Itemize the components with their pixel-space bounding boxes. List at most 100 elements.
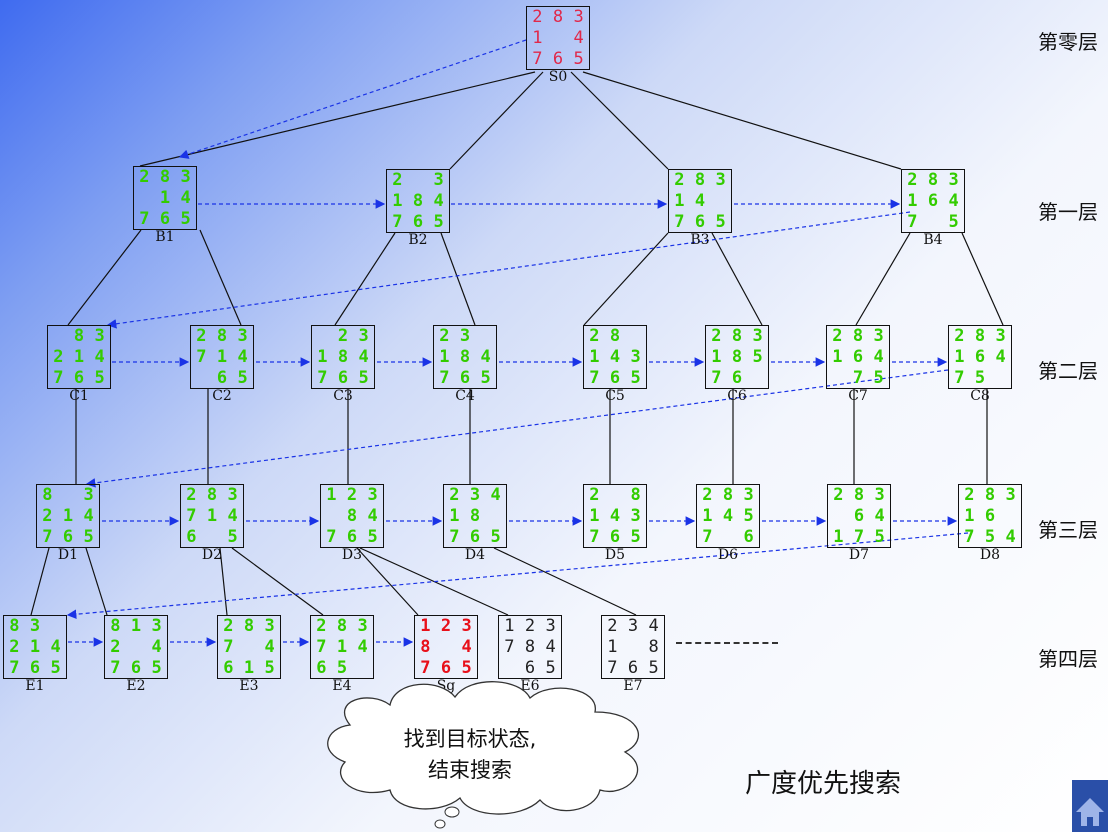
tile: 3 [715, 170, 726, 191]
tile: 6 [609, 367, 621, 388]
tile [48, 326, 69, 347]
tile [239, 637, 260, 658]
tile: 6 [223, 657, 234, 678]
tile: 8 [731, 326, 743, 347]
tile: 2 [439, 326, 450, 347]
tile [134, 188, 155, 209]
tile: 3 [752, 326, 763, 347]
tile [321, 506, 342, 527]
node-label-e7: E7 [623, 678, 643, 694]
node-label-d2: D2 [201, 547, 223, 563]
tile: 1 [964, 505, 975, 526]
tile: 1 [326, 485, 337, 506]
tile [485, 506, 506, 527]
diagram-caption: 广度优先搜索 [745, 769, 902, 799]
tile: 2 [186, 485, 197, 506]
tile: 6 [853, 505, 865, 526]
tile: 2 [832, 326, 843, 347]
edge-b1-c2 [199, 229, 242, 326]
tile: 5 [752, 346, 763, 367]
tile: 1 [243, 657, 255, 678]
tile: 8 [42, 485, 53, 506]
tile: 5 [573, 48, 584, 69]
tile: 3 [180, 167, 191, 188]
tile: 8 [927, 170, 939, 191]
tile: 2 [674, 170, 685, 191]
tile: 3 [630, 505, 641, 526]
tile: 2 [440, 616, 452, 637]
tile: 8 [216, 326, 228, 347]
tile: 5 [948, 211, 959, 232]
tile: 1 [130, 616, 142, 637]
tile: 3 [743, 485, 754, 506]
node-label-d8: D8 [979, 547, 1001, 563]
tile: 5 [480, 367, 491, 388]
home-icon [1076, 798, 1104, 826]
tile: 2 [139, 167, 150, 188]
node-label-d3: D3 [341, 547, 363, 563]
tile: 3 [433, 170, 444, 191]
tile: 3 [630, 346, 641, 367]
tile [202, 526, 223, 547]
edge-b4-c8 [961, 232, 1004, 326]
tile: 6 [694, 211, 706, 232]
node-label-c3: C3 [333, 388, 353, 404]
tree-edges [30, 71, 1004, 616]
tile: 8 [243, 616, 255, 637]
tile: 3 [627, 616, 639, 637]
tile [45, 616, 66, 637]
edge-d4-e7 [493, 547, 637, 616]
node-label-b2: B2 [408, 232, 428, 248]
tile: 7 [589, 526, 600, 547]
tile: 5 [237, 367, 248, 388]
edge-b4-c7 [855, 232, 911, 326]
tile: 6 [984, 505, 996, 526]
tile: 8 [73, 326, 85, 347]
node-label-e3: E3 [239, 678, 259, 694]
tile: 7 [392, 211, 403, 232]
tile: 2 [392, 170, 403, 191]
node-label-c7: C7 [848, 388, 868, 404]
tile: 8 [469, 505, 481, 526]
tile: 1 [711, 346, 722, 367]
tile: 7 [9, 657, 20, 678]
tile: 2 [964, 485, 975, 506]
tile: 8 [722, 485, 734, 506]
tile: 7 [532, 48, 543, 69]
tile [191, 367, 212, 388]
level-2-label: 第二层 [1038, 359, 1098, 383]
tile: 5 [227, 526, 238, 547]
tile: 4 [83, 505, 94, 526]
tile: 2 [833, 485, 844, 506]
tile: 1 [62, 505, 74, 526]
edge-s0-b3 [570, 71, 669, 170]
tile [990, 367, 1011, 388]
home-button[interactable] [1072, 780, 1108, 832]
tile: 7 [196, 346, 207, 367]
tile: 7 [186, 505, 197, 526]
node-label-e4: E4 [332, 678, 352, 694]
tile [436, 637, 457, 658]
level-1-label: 第一层 [1038, 200, 1098, 224]
tile: 1 [449, 505, 460, 526]
tile: 7 [316, 636, 327, 657]
bfs-arrow-12 [85, 369, 949, 488]
tile: 7 [53, 367, 64, 388]
tile: 4 [94, 346, 105, 367]
tile: 1 [317, 346, 328, 367]
tile: 3 [873, 326, 884, 347]
tile: 2 [110, 636, 121, 657]
tile [312, 326, 333, 347]
tile: 1 [73, 346, 85, 367]
tile: 2 [532, 7, 543, 28]
tile: 4 [609, 346, 621, 367]
tile [1000, 506, 1021, 527]
